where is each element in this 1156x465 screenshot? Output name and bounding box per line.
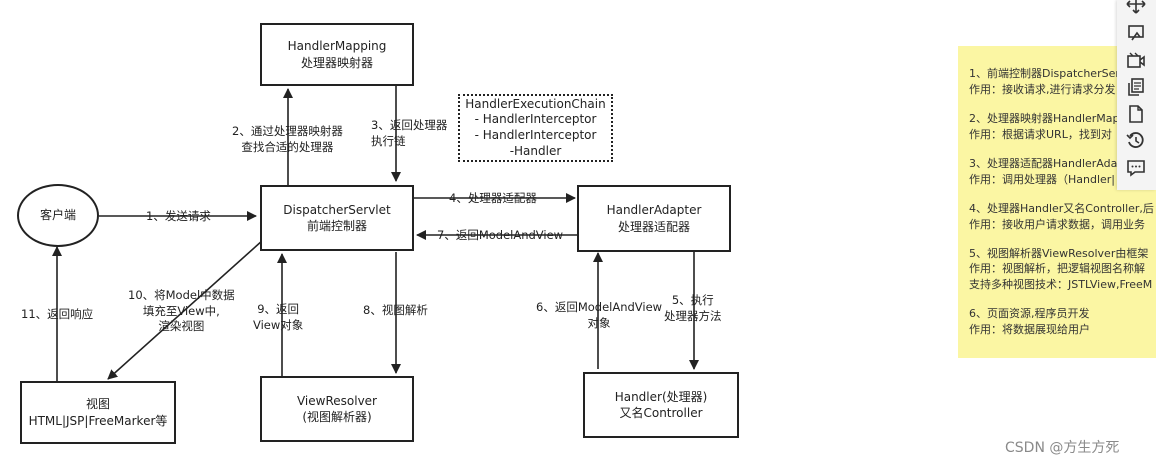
edge-label-2: 2、通过处理器映射器 查找合适的处理器 bbox=[232, 124, 343, 155]
side-toolbar bbox=[1117, 0, 1156, 190]
edge-label-10: 10、将Model中数据 填充至View中, 渲染视图 bbox=[128, 288, 235, 335]
note-item-4-desc: 作用：接收用户请求数据，调用业务 bbox=[969, 217, 1145, 231]
document-icon[interactable] bbox=[1126, 104, 1146, 124]
note-item-6-title: 6、页面资源,程序员开发 bbox=[969, 307, 1090, 321]
note-item-1-title: 1、前端控制器DispatcherSer bbox=[969, 67, 1120, 80]
video-icon[interactable] bbox=[1126, 50, 1146, 70]
note-item-5-desc: 作用：视图解析，把逻辑视图名称解 bbox=[969, 262, 1145, 276]
note-item-5-extra: 支持多种视图技术：JSTLView,FreeM bbox=[969, 278, 1153, 292]
note-item-1-desc: 作用：接收请求,进行请求分发 bbox=[969, 82, 1116, 96]
dispatcher-subtitle: 前端控制器 bbox=[306, 219, 367, 233]
note-item-4-title: 4、处理器Handler又名Controller,后 bbox=[969, 201, 1154, 215]
edge-label-9: 9、返回 View对象 bbox=[253, 302, 303, 333]
handler-mapping-subtitle: 处理器映射器 bbox=[300, 55, 373, 70]
edge-label-3-line-1: 3、返回处理器 bbox=[371, 118, 448, 132]
chain-line-1: - HandlerInterceptor bbox=[474, 112, 597, 127]
edge-label-9-line-2: View对象 bbox=[253, 317, 304, 332]
edge-label-4: 4、处理器适配器 bbox=[449, 191, 537, 207]
view-resolver-subtitle: (视图解析器) bbox=[302, 410, 372, 424]
chain-line-3: -Handler bbox=[509, 143, 562, 158]
copy-icon[interactable] bbox=[1126, 77, 1146, 97]
edge-label-6: 6、返回ModelAndView 对象 bbox=[536, 300, 662, 331]
edge-label-8: 8、视图解析 bbox=[363, 303, 428, 319]
edge-label-2-line-2: 查找合适的处理器 bbox=[241, 139, 334, 154]
edge-label-7-text: 7、返回ModelAndView bbox=[437, 228, 564, 242]
edge-label-3: 3、返回处理器 执行链 bbox=[371, 118, 447, 149]
chain-line-2: - HandlerInterceptor bbox=[474, 128, 597, 142]
edge-label-11: 11、返回响应 bbox=[21, 307, 93, 323]
handler-node: Handler(处理器) 又名Controller bbox=[583, 372, 739, 438]
edge-label-5-line-1: 5、执行 bbox=[671, 293, 714, 307]
note-item-5: 5、视图解析器ViewResolver由框架 作用：视图解析，把逻辑视图名称解 … bbox=[969, 246, 1156, 294]
view-node: 视图 HTML|JSP|FreeMarker等 bbox=[20, 381, 176, 444]
view-subtitle: HTML|JSP|FreeMarker等 bbox=[28, 413, 168, 428]
screenshot-icon[interactable] bbox=[1126, 23, 1146, 43]
handler-title: Handler(处理器) bbox=[614, 389, 708, 404]
edge-label-8-text: 8、视图解析 bbox=[363, 303, 428, 317]
handler-mapping-node: HandlerMapping 处理器映射器 bbox=[260, 23, 414, 86]
note-item-5-title: 5、视图解析器ViewResolver由框架 bbox=[969, 246, 1149, 260]
dispatcher-title: DispatcherServlet bbox=[283, 202, 391, 217]
note-item-3: 3、处理器适配器HandlerAda 作用：调用处理器（Handler| bbox=[969, 156, 1156, 188]
comment-icon[interactable] bbox=[1126, 158, 1146, 178]
view-resolver-node: ViewResolver (视图解析器) bbox=[260, 376, 414, 442]
dispatcher-servlet-node: DispatcherServlet 前端控制器 bbox=[260, 185, 414, 251]
edge-label-10-line-1: 10、将Model中数据 bbox=[128, 288, 235, 302]
note-item-2-title: 2、处理器映射器HandlerMap bbox=[969, 111, 1120, 125]
handler-adapter-subtitle: 处理器适配器 bbox=[617, 219, 690, 234]
history-icon[interactable] bbox=[1126, 131, 1146, 151]
csdn-watermark: CSDN @方生方死 bbox=[1005, 440, 1120, 456]
handler-adapter-title: HandlerAdapter bbox=[606, 203, 702, 218]
note-item-3-title: 3、处理器适配器HandlerAda bbox=[969, 156, 1118, 170]
note-item-2-desc: 作用：根据请求URL，找到对 bbox=[969, 127, 1112, 141]
note-item-4: 4、处理器Handler又名Controller,后 作用：接收用户请求数据，调… bbox=[969, 201, 1156, 233]
edge-label-11-text: 11、返回响应 bbox=[21, 307, 94, 321]
edge-label-3-line-2: 执行链 bbox=[371, 133, 406, 148]
chain-title: HandlerExecutionChain bbox=[465, 96, 606, 111]
edge-label-7: 7、返回ModelAndView bbox=[437, 228, 563, 244]
edge-label-6-line-1: 6、返回ModelAndView bbox=[536, 300, 663, 314]
edge-label-2-line-1: 2、通过处理器映射器 bbox=[232, 124, 343, 138]
edge-label-10-line-2: 填充至View中, bbox=[142, 303, 220, 318]
view-title: 视图 bbox=[85, 397, 110, 412]
handler-mapping-title: HandlerMapping bbox=[287, 39, 387, 54]
handler-subtitle: 又名Controller bbox=[619, 406, 703, 420]
edge-label-6-line-2: 对象 bbox=[587, 315, 611, 330]
arrow-10-render bbox=[107, 239, 264, 380]
move-icon[interactable] bbox=[1126, 0, 1146, 14]
edge-label-1-text: 1、发送请求 bbox=[146, 209, 211, 223]
note-item-1: 1、前端控制器DispatcherSer 作用：接收请求,进行请求分发 bbox=[969, 66, 1156, 98]
note-item-6: 6、页面资源,程序员开发 作用：将数据展现给用户 bbox=[969, 306, 1156, 338]
client-node: 客户端 bbox=[17, 184, 99, 247]
edge-label-5-line-2: 处理器方法 bbox=[664, 308, 722, 323]
edge-label-4-text: 4、处理器适配器 bbox=[449, 191, 537, 205]
view-resolver-title: ViewResolver bbox=[296, 393, 377, 408]
handler-execution-chain-box: HandlerExecutionChain - HandlerIntercept… bbox=[458, 94, 613, 162]
handler-adapter-node: HandlerAdapter 处理器适配器 bbox=[577, 185, 731, 252]
note-item-6-desc: 作用：将数据展现给用户 bbox=[969, 323, 1090, 337]
client-label: 客户端 bbox=[39, 208, 76, 223]
edge-label-10-line-3: 渲染视图 bbox=[158, 319, 205, 334]
edge-label-5: 5、执行 处理器方法 bbox=[664, 293, 722, 324]
edge-label-9-line-1: 9、返回 bbox=[257, 302, 300, 316]
edge-label-1: 1、发送请求 bbox=[146, 209, 211, 225]
note-item-3-desc: 作用：调用处理器（Handler| bbox=[969, 172, 1116, 186]
note-item-2: 2、处理器映射器HandlerMap 作用：根据请求URL，找到对 bbox=[969, 111, 1156, 143]
